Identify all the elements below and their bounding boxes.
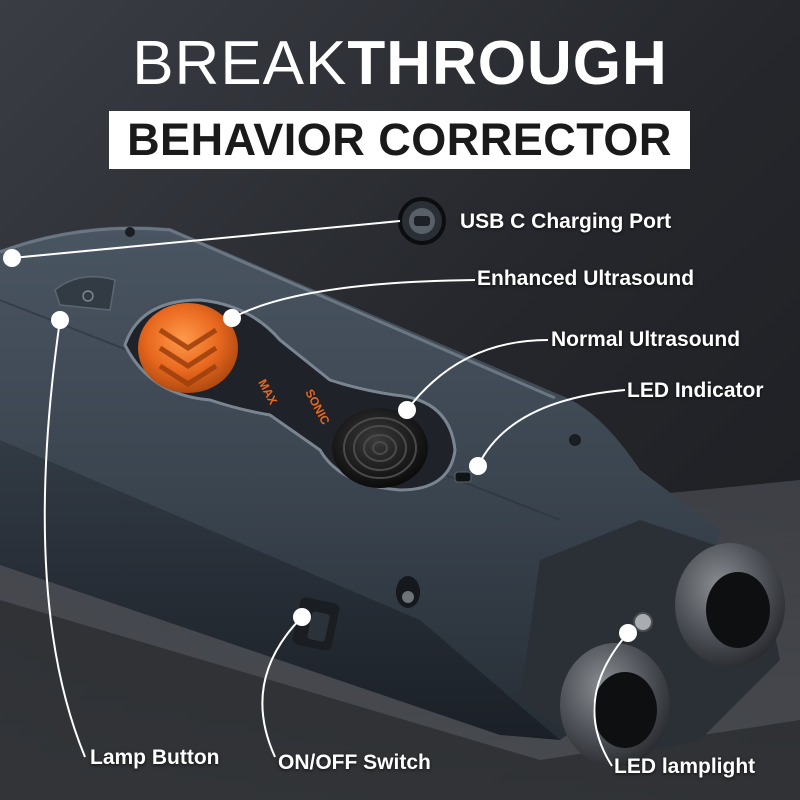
label-led-indicator: LED Indicator <box>627 379 764 402</box>
subtitle-banner: BEHAVIOR CORRECTOR <box>109 111 690 169</box>
normal-button <box>332 408 428 488</box>
led-indicator-slot <box>454 471 472 483</box>
label-on-off-switch: ON/OFF Switch <box>278 751 431 774</box>
title-bold: THROUGH <box>347 29 668 98</box>
page-title: BREAKTHROUGH <box>0 26 800 102</box>
page-subtitle: BEHAVIOR CORRECTOR <box>127 114 672 165</box>
title-light: BREAK <box>132 29 348 98</box>
label-led-lamplight: LED lamplight <box>614 755 756 778</box>
led-lamp <box>633 612 653 632</box>
label-normal-ultrasound: Normal Ultrasound <box>551 328 741 351</box>
label-lamp-button: Lamp Button <box>90 746 220 769</box>
label-enhanced-ultrasound: Enhanced Ultrasound <box>477 267 695 290</box>
label-usb-port: USB C Charging Port <box>460 210 672 233</box>
